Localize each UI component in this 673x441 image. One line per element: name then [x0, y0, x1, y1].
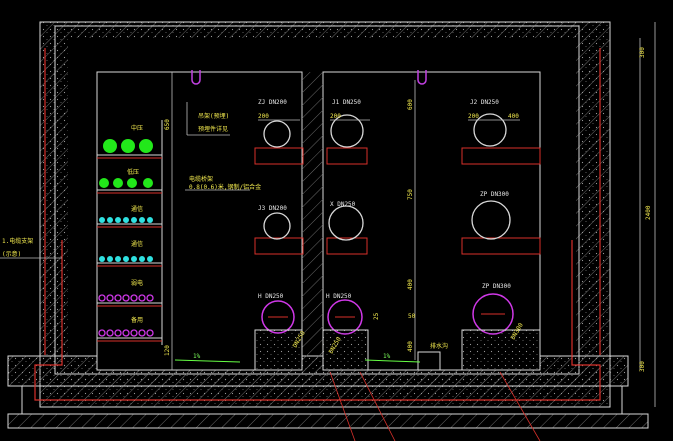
- dim-400a-label: 400: [407, 279, 414, 290]
- note-drain: 排水沟: [430, 342, 448, 350]
- slope-right-label: 1%: [383, 353, 391, 360]
- note-mid-line1: 电缆桥架: [189, 175, 213, 183]
- middle-wall: [302, 72, 323, 370]
- cable-group-spare: [98, 329, 154, 337]
- pipe-zj-label: ZJ DN200: [258, 99, 287, 106]
- hanger-icon: [417, 70, 427, 85]
- note-top-line1: 吊架(预埋): [198, 112, 229, 120]
- cable-group-weak-current: [98, 294, 154, 302]
- tray-label-1: 中压: [131, 124, 143, 132]
- pipe-x-label: X DN250: [330, 201, 356, 208]
- pipe-circle-icon: [263, 113, 511, 241]
- dim-650-label: 650: [164, 119, 171, 130]
- tray-label-5: 弱电: [131, 279, 143, 287]
- pipe-h2-label: H DN250: [326, 293, 352, 300]
- hanger-icon: [191, 70, 201, 85]
- pipe-j2-label: J2 DN250: [470, 99, 499, 106]
- pipe-zp2-label: ZP DN300: [482, 283, 511, 290]
- dim-200b-label: 200: [330, 113, 341, 120]
- dim-750-label: 750: [407, 189, 414, 200]
- cable-group-comm-2: [99, 256, 153, 262]
- leader-lines: [329, 371, 541, 441]
- pipe-j1-label: J1 DN250: [332, 99, 361, 106]
- drain-channel: [417, 351, 441, 371]
- dim-400c-label: 400: [508, 113, 519, 120]
- pipe-centerlines: [268, 313, 505, 318]
- note-top-line2: 预埋件详见: [198, 125, 228, 133]
- pipe-bases: [254, 329, 541, 371]
- dim-200c-label: 200: [468, 113, 479, 120]
- tray-label-2: 低压: [127, 168, 139, 176]
- note-left-line2: (示意): [2, 250, 21, 258]
- dim-120-label: 120: [164, 345, 171, 356]
- slope-arrows: [174, 359, 421, 363]
- cable-group-comm-1: [99, 217, 153, 223]
- waterproof-layer: [34, 48, 601, 401]
- dim-bottom-right-label: 300: [639, 361, 646, 372]
- dim-200a-label: 200: [258, 113, 269, 120]
- cable-tray-rack: [97, 120, 163, 345]
- dimension-lines: [0, 22, 656, 407]
- pipe-h1-label: H DN250: [258, 293, 284, 300]
- dim-50-label: 50: [408, 313, 416, 320]
- pipe-supports: [254, 147, 541, 255]
- cable-group-low-voltage: [99, 178, 153, 188]
- dim-25-label: 25: [373, 312, 380, 320]
- left-compartment: [96, 71, 303, 371]
- tray-label-3: 通信: [131, 205, 143, 213]
- note-left-line1: 1.电缆支架: [2, 237, 33, 245]
- pipe-zp1-label: ZP DN300: [480, 191, 509, 198]
- pipe-j3-label: J3 DN200: [258, 205, 287, 212]
- tray-label-4: 通信: [131, 240, 143, 248]
- dim-top-right-label: 300: [639, 47, 646, 58]
- dim-mid-right-label: 2400: [645, 205, 652, 220]
- slope-left-label: 1%: [193, 353, 201, 360]
- note-mid-line2: 0.8(0.6)米,钢制/铝合金: [189, 183, 261, 191]
- cable-group-medium-voltage: [103, 139, 153, 153]
- dim-400b-label: 400: [407, 341, 414, 352]
- dim-600-label: 600: [407, 99, 414, 110]
- tray-label-6: 备用: [131, 316, 143, 324]
